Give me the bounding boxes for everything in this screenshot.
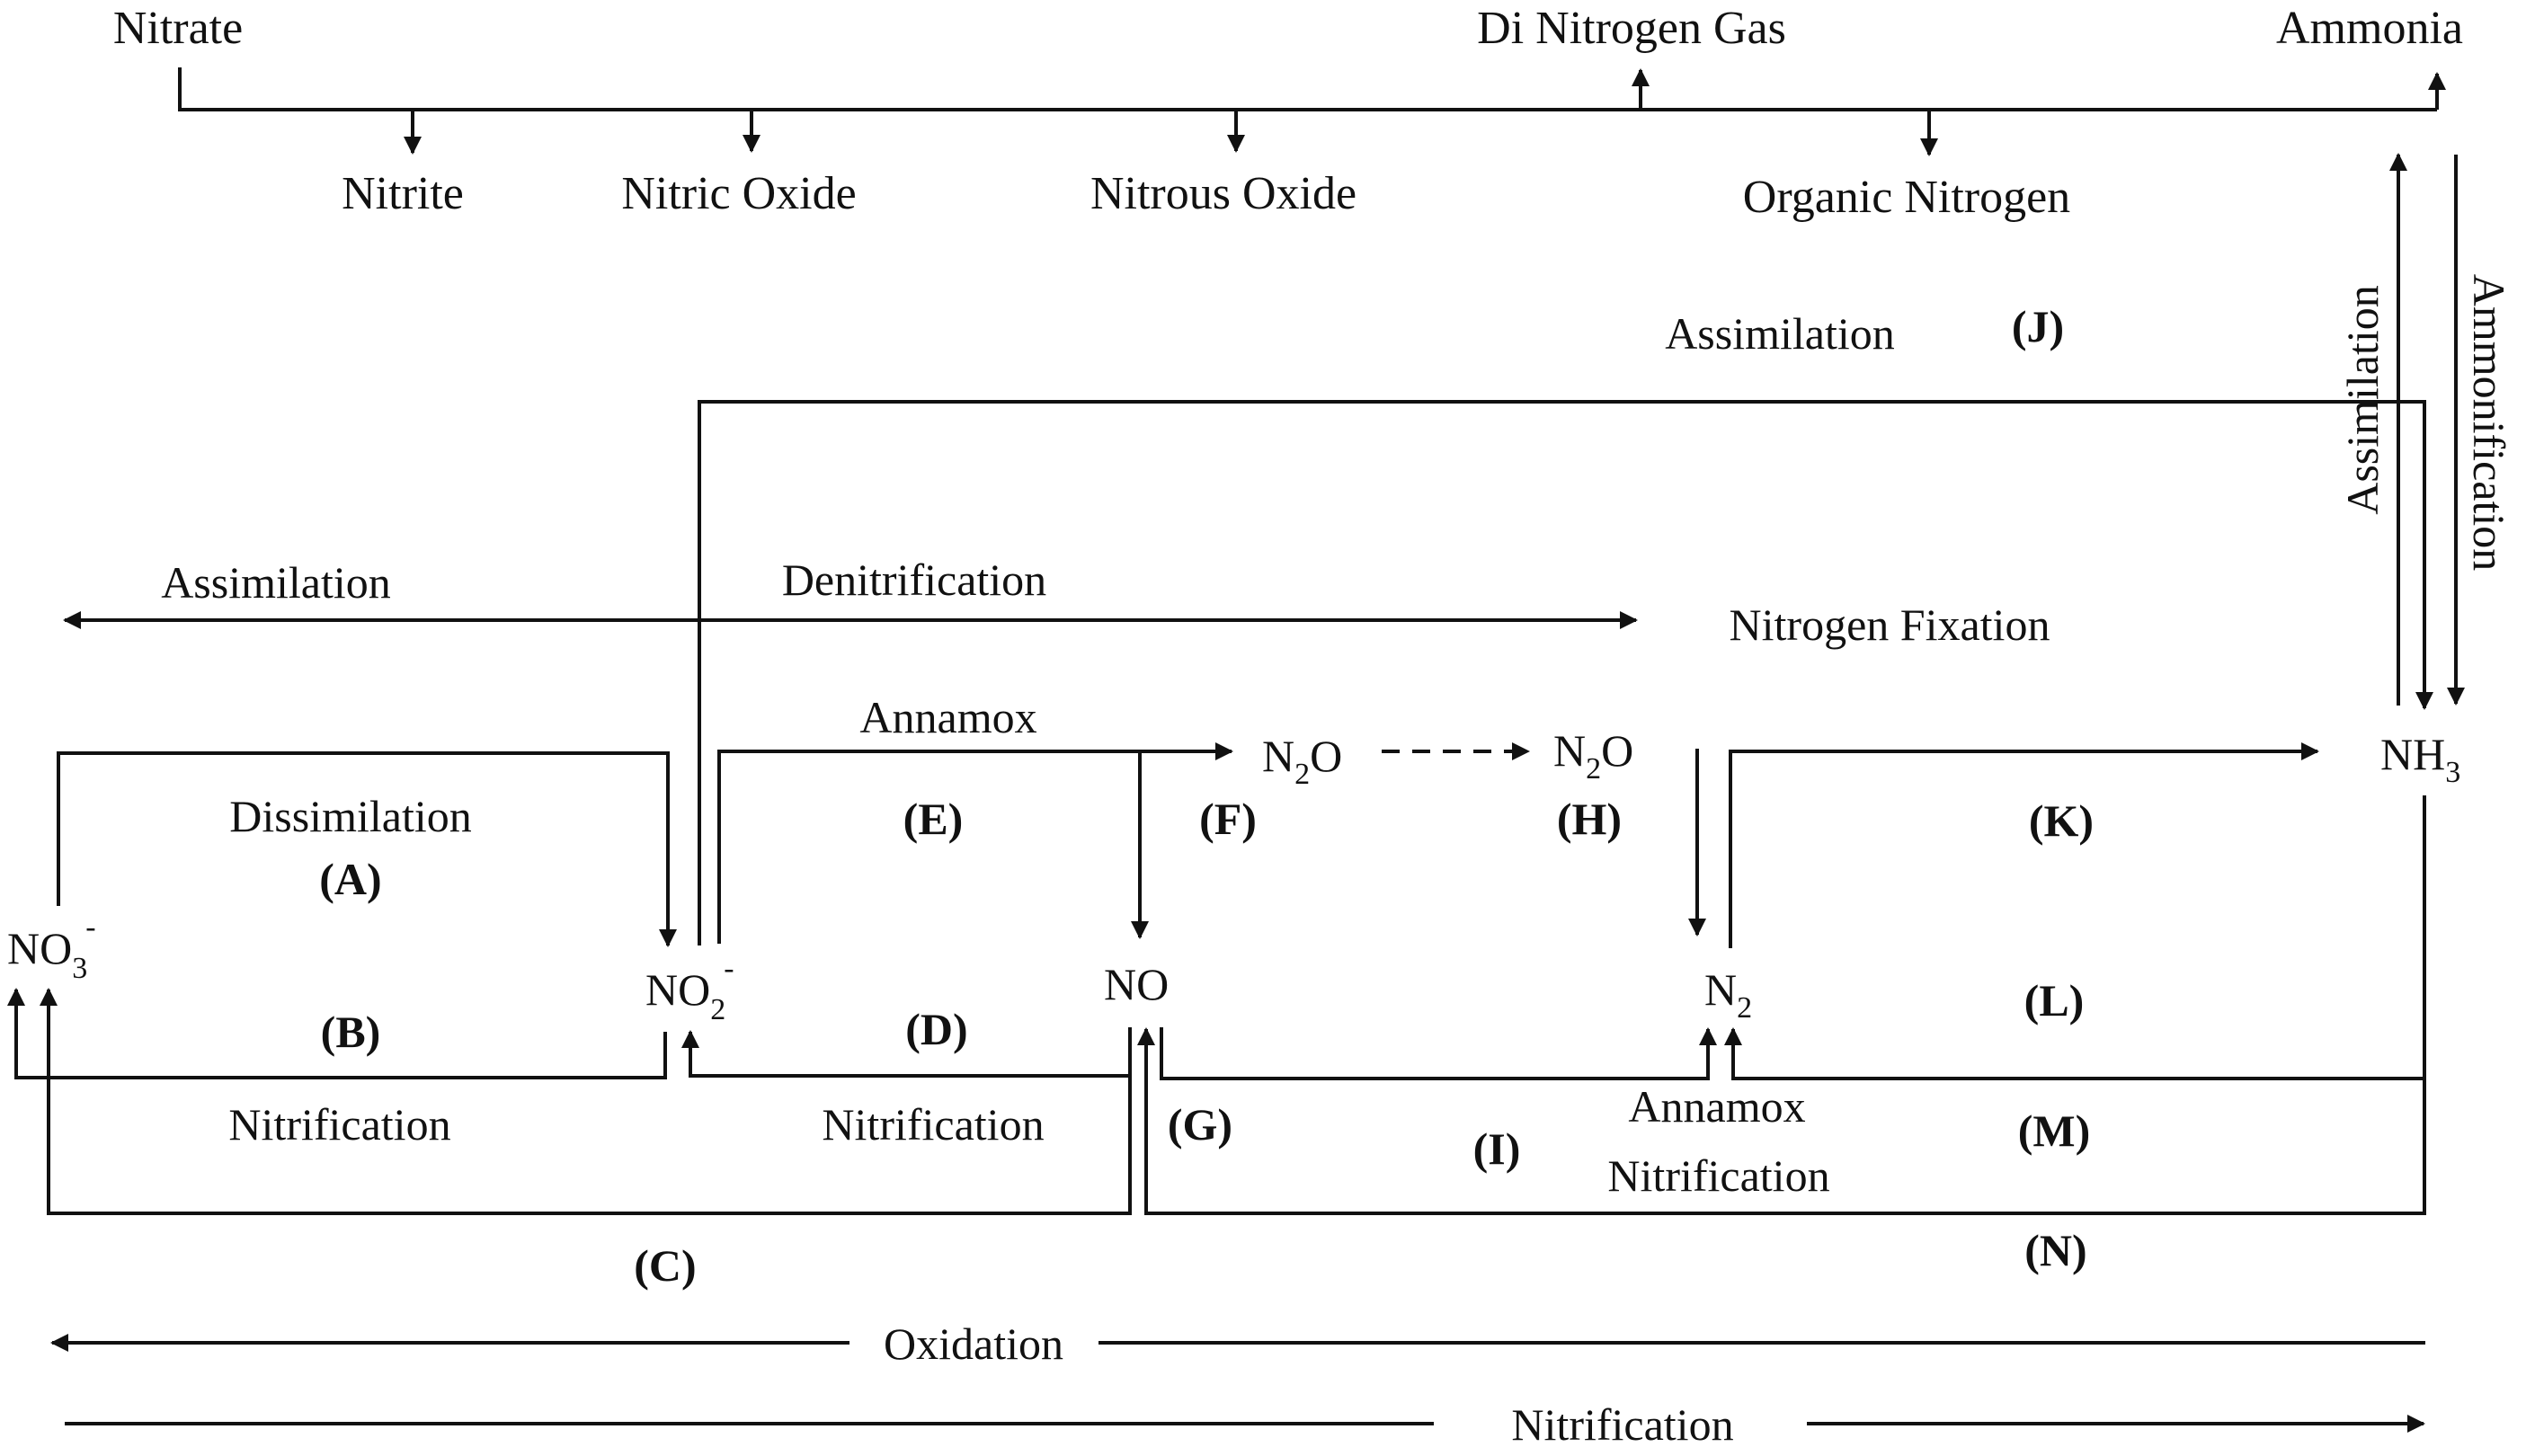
legend-nitric-oxide: Nitric Oxide (621, 168, 856, 219)
path-nitrogen-fixation-k (1729, 742, 2319, 948)
code-l: (L) (2024, 975, 2085, 1025)
label-nitrification-bottom: Nitrification (1511, 1399, 1733, 1450)
label-assimilation-left: Assimilation (161, 557, 391, 608)
label-ammonification-vertical: Ammonification (2464, 274, 2514, 572)
code-f: (F) (1199, 794, 1257, 844)
code-k: (K) (2029, 795, 2094, 846)
legend-dinitrogen-gas: Di Nitrogen Gas (1477, 3, 1786, 54)
label-annamox-upper: Annamox (859, 692, 1036, 742)
code-e: (E) (903, 794, 964, 844)
legend-nitrite: Nitrite (342, 168, 464, 219)
species-n2o-f: N2O (1262, 731, 1342, 791)
path-c (40, 988, 1132, 1215)
species-nh3: NH3 (2380, 729, 2460, 789)
species-no: NO (1104, 959, 1169, 1009)
label-nitrification-b: Nitrification (228, 1099, 450, 1150)
label-annamox-lower: Annamox (1628, 1081, 1805, 1132)
code-j: (J) (2012, 301, 2064, 351)
code-c: (C) (634, 1240, 696, 1291)
label-nitrification-d: Nitrification (822, 1099, 1044, 1150)
legend: Nitrate Nitrite Nitric Oxide Nitrous Oxi… (113, 3, 2463, 223)
path-g-no-to-n2 (1160, 1027, 1717, 1080)
code-m: (M) (2018, 1105, 2091, 1156)
label-assimilation-top: Assimilation (1665, 308, 1895, 359)
legend-nitrous-oxide: Nitrous Oxide (1090, 168, 1356, 219)
path-assimilation-j (698, 400, 2433, 946)
legend-organic-nitrogen: Organic Nitrogen (1743, 172, 2070, 223)
species-no2: NO2- (645, 952, 734, 1026)
path-nitrification-d (681, 1027, 1132, 1078)
label-nitrification-mid: Nitrification (1607, 1150, 1829, 1201)
path-nitrification-b (6, 988, 667, 1079)
code-n: (N) (2024, 1225, 2086, 1275)
label-nitrogen-fixation: Nitrogen Fixation (1730, 599, 2050, 650)
code-h: (H) (1557, 794, 1622, 844)
code-g: (G) (1168, 1099, 1232, 1150)
species-n2o-h: N2O (1553, 725, 1633, 786)
code-b: (B) (321, 1007, 381, 1057)
label-dissimilation: Dissimilation (229, 791, 471, 841)
label-oxidation: Oxidation (884, 1318, 1063, 1369)
legend-nitrate: Nitrate (113, 3, 243, 54)
species-n2: N2 (1704, 964, 1752, 1025)
species-no3: NO3- (7, 910, 96, 985)
code-d: (D) (905, 1004, 967, 1054)
path-dissimilation-a (57, 751, 677, 947)
code-i: (I) (1473, 1123, 1521, 1174)
code-a: (A) (319, 854, 381, 904)
legend-ammonia: Ammonia (2276, 3, 2463, 54)
path-annamox-m (1724, 795, 2426, 1080)
path-nitrification-n (1137, 1027, 2426, 1215)
legend-bracket-line (178, 67, 2437, 111)
label-denitrification: Denitrification (782, 555, 1046, 605)
path-annamox-e (717, 742, 1233, 944)
